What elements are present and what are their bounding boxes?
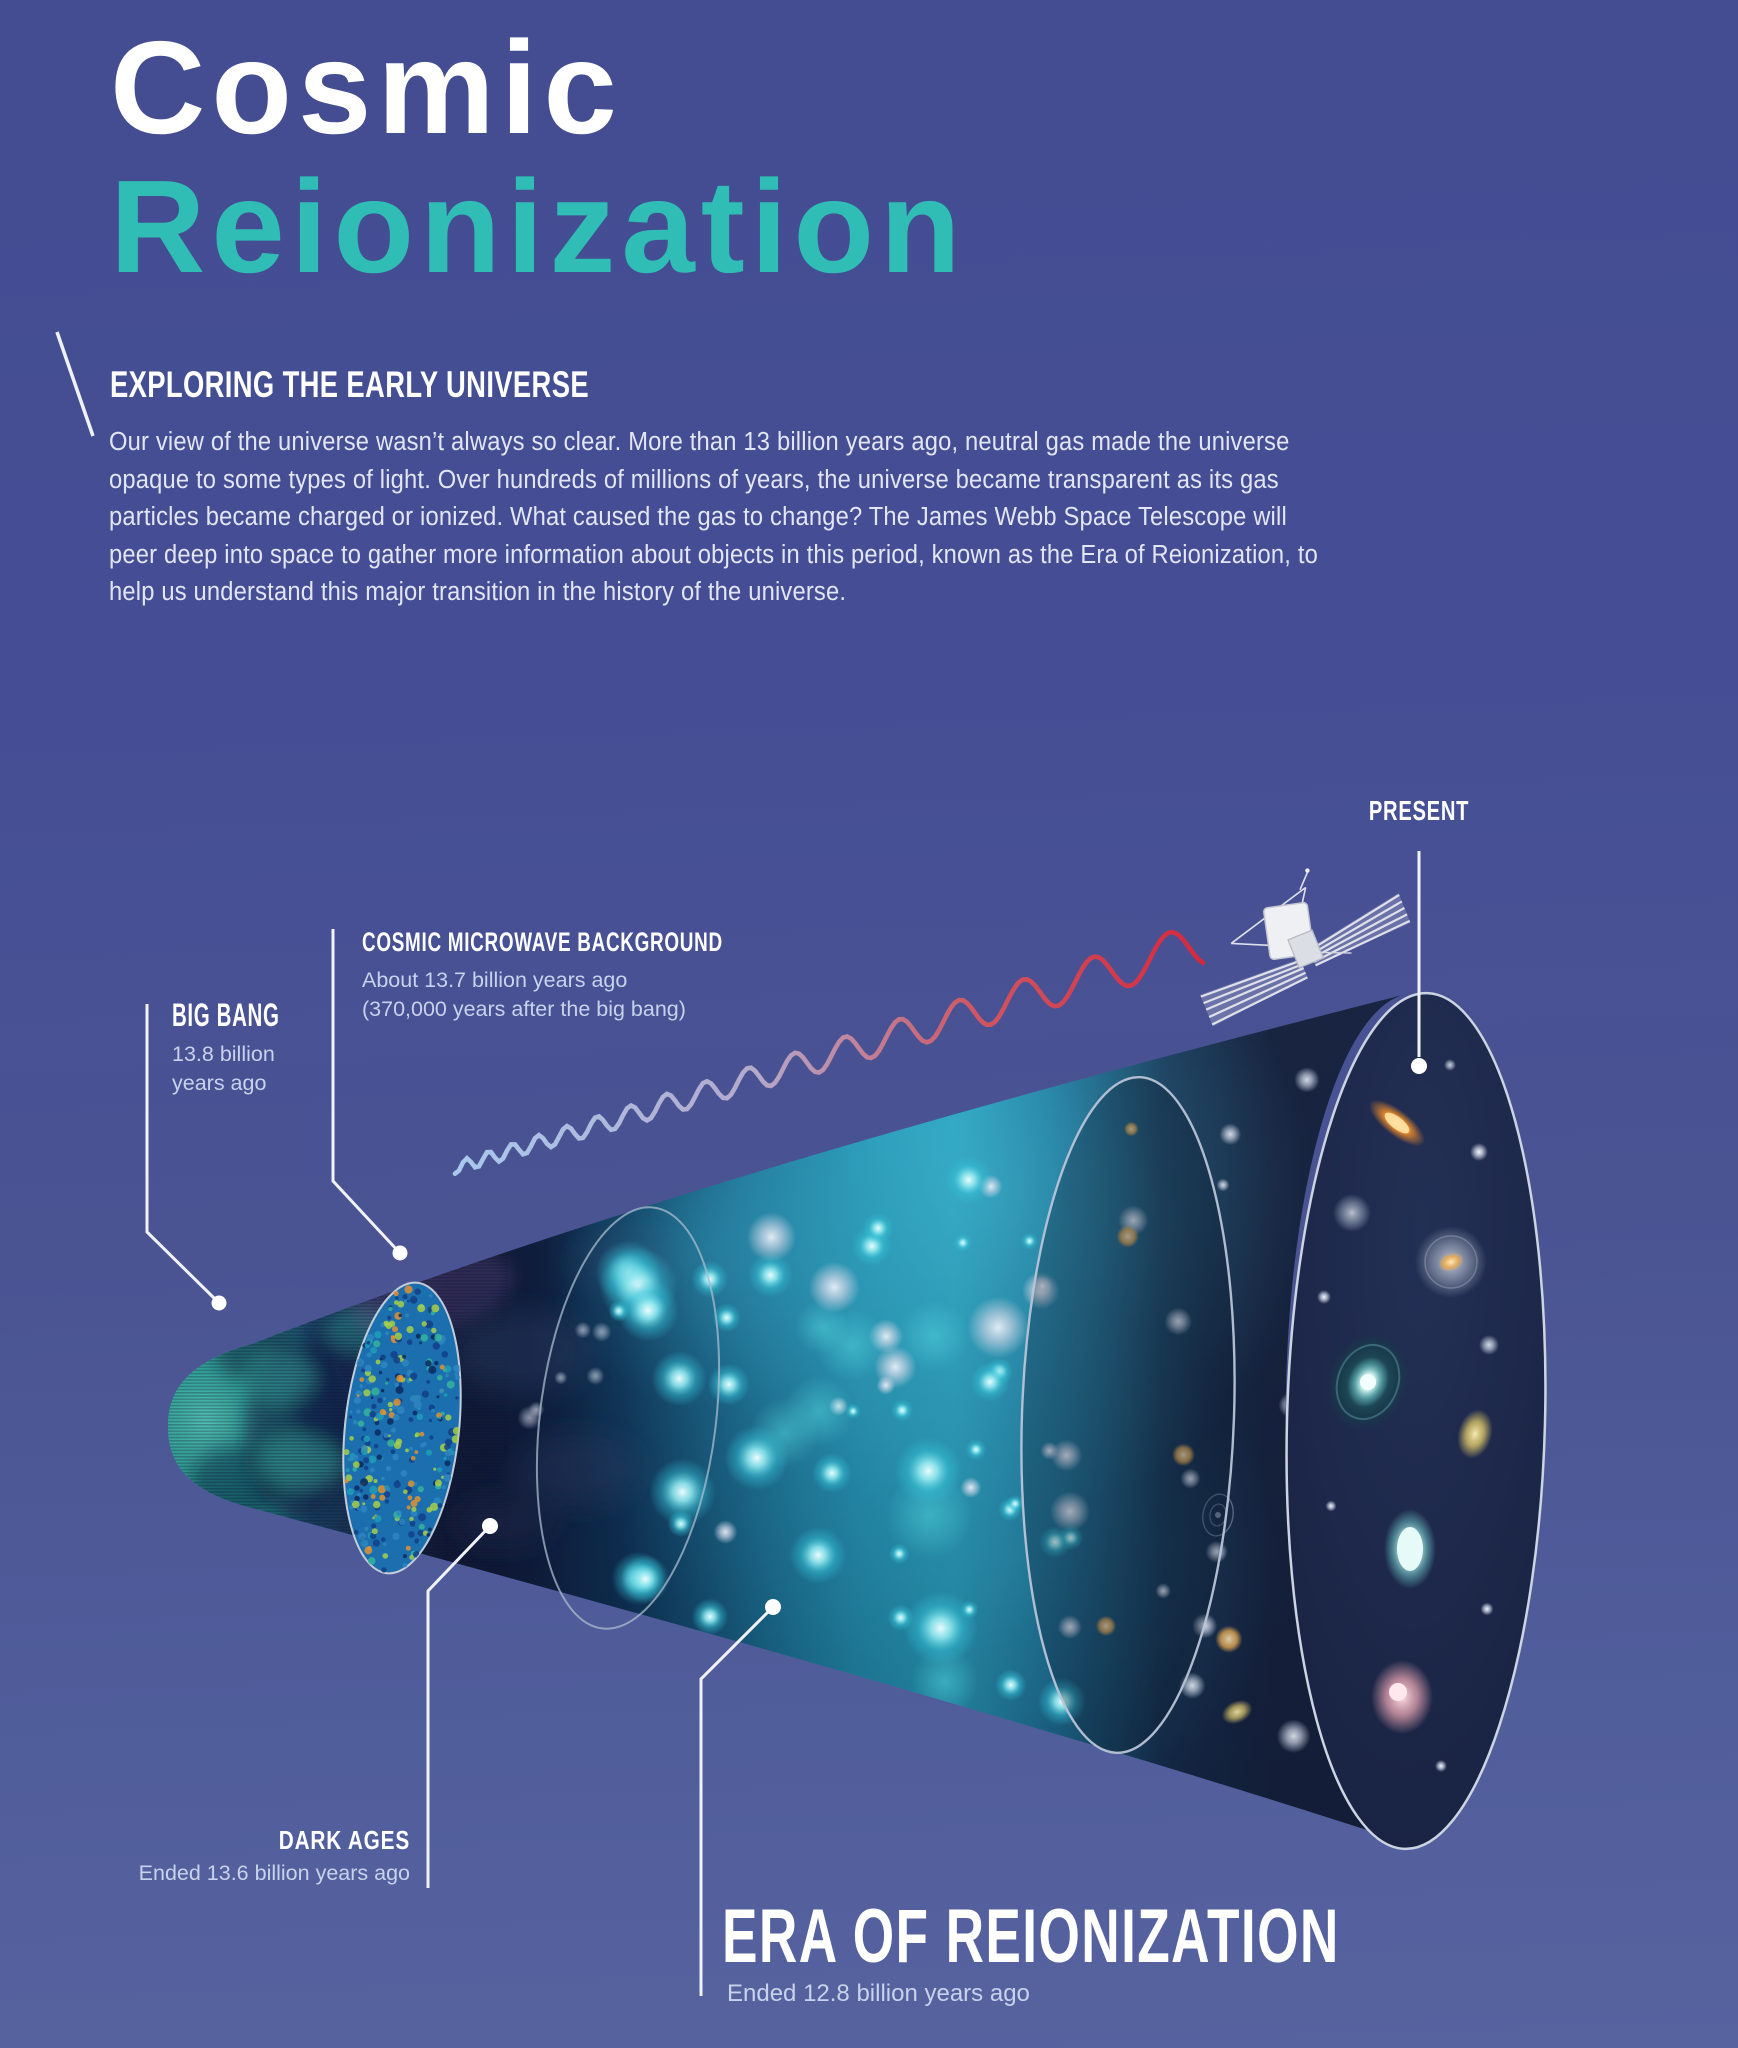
label-era-title: ERA OF REIONIZATION [722, 1894, 1340, 1979]
teal-elliptical-galaxy [1384, 1509, 1436, 1589]
leader-line-dark-ages [426, 1525, 491, 1888]
reionization-end-boundary-ellipse [1020, 1075, 1236, 1755]
label-dark-ages-title: DARK AGES [278, 1825, 410, 1855]
ionizing-sources-dots [595, 1156, 1091, 1726]
label-present: PRESENT [1368, 795, 1470, 826]
page-title-line2: Reionization [110, 153, 967, 300]
dark-ages-stars [517, 1321, 612, 1430]
dark-ages-boundary-ellipse [535, 1206, 721, 1630]
page-title-line1: Cosmic [110, 14, 623, 161]
label-cmb-title: COSMIC MICROWAVE BACKGROUND [362, 927, 723, 957]
pink-elliptical-galaxy [1371, 1660, 1433, 1734]
present-universe-ellipse [1285, 991, 1547, 1851]
gray-elliptical-galaxy [1333, 1194, 1371, 1232]
label-big-bang-caption: 13.8 billion years ago [172, 1042, 275, 1095]
spiral-galaxy [1326, 1333, 1410, 1431]
yellow-elliptical-galaxy [1457, 1409, 1493, 1459]
label-big-bang-title: BIG BANG [172, 997, 280, 1033]
present-day-galaxies [1317, 1059, 1499, 1772]
cmb-map-ellipse [342, 1281, 462, 1575]
disc-galaxy [1415, 1226, 1487, 1298]
universe-timeline-cone [168, 991, 1547, 1851]
yellow-dwarf-galaxy [1221, 1699, 1253, 1725]
label-dark-ages-caption: Ended 13.6 billion years ago [138, 1861, 410, 1885]
redshifted-lightwave-icon [452, 929, 1206, 1176]
intro-paragraph: Our view of the universe wasn’t always s… [109, 428, 1318, 606]
leader-line-big-bang [145, 1004, 219, 1303]
label-cmb-caption: About 13.7 billion years ago (370,000 ye… [362, 968, 686, 1021]
leader-line-cmb [331, 929, 400, 1253]
jwst-telescope-icon [1200, 868, 1411, 1027]
leader-line-era [699, 1606, 774, 1996]
leader-lines [55, 331, 1421, 1996]
leader-dots [211, 1058, 1427, 1615]
label-era-caption: Ended 12.8 billion years ago [727, 1980, 1030, 2007]
decorative-diagonal-line [55, 331, 95, 437]
section-heading: EXPLORING THE EARLY UNIVERSE [110, 364, 589, 405]
